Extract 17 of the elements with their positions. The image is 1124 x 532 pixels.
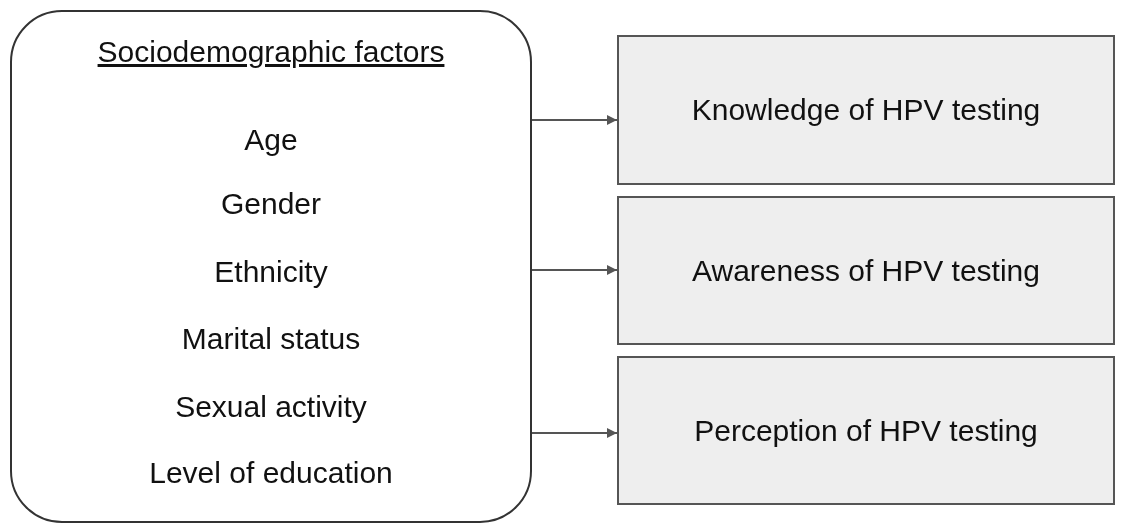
rounded-box [10,10,532,523]
box-label: Knowledge of HPV testing [691,95,1041,125]
arrow [531,428,618,438]
factor-label: Ethnicity [214,257,328,287]
heading: Sociodemographic factors [97,37,445,67]
factor-label: Gender [220,189,322,219]
process-box [617,356,1115,505]
factor-label: Level of education [149,458,393,488]
box-label: Perception of HPV testing [694,415,1038,446]
arrow [531,115,618,125]
factor-label: Age [244,125,298,155]
process-box [617,196,1115,345]
process-box [617,35,1115,185]
box-label: Awareness of HPV testing [692,255,1040,286]
factor-label: Marital status [181,324,361,354]
arrow [531,265,618,275]
factor-label: Sexual activity [175,392,367,422]
